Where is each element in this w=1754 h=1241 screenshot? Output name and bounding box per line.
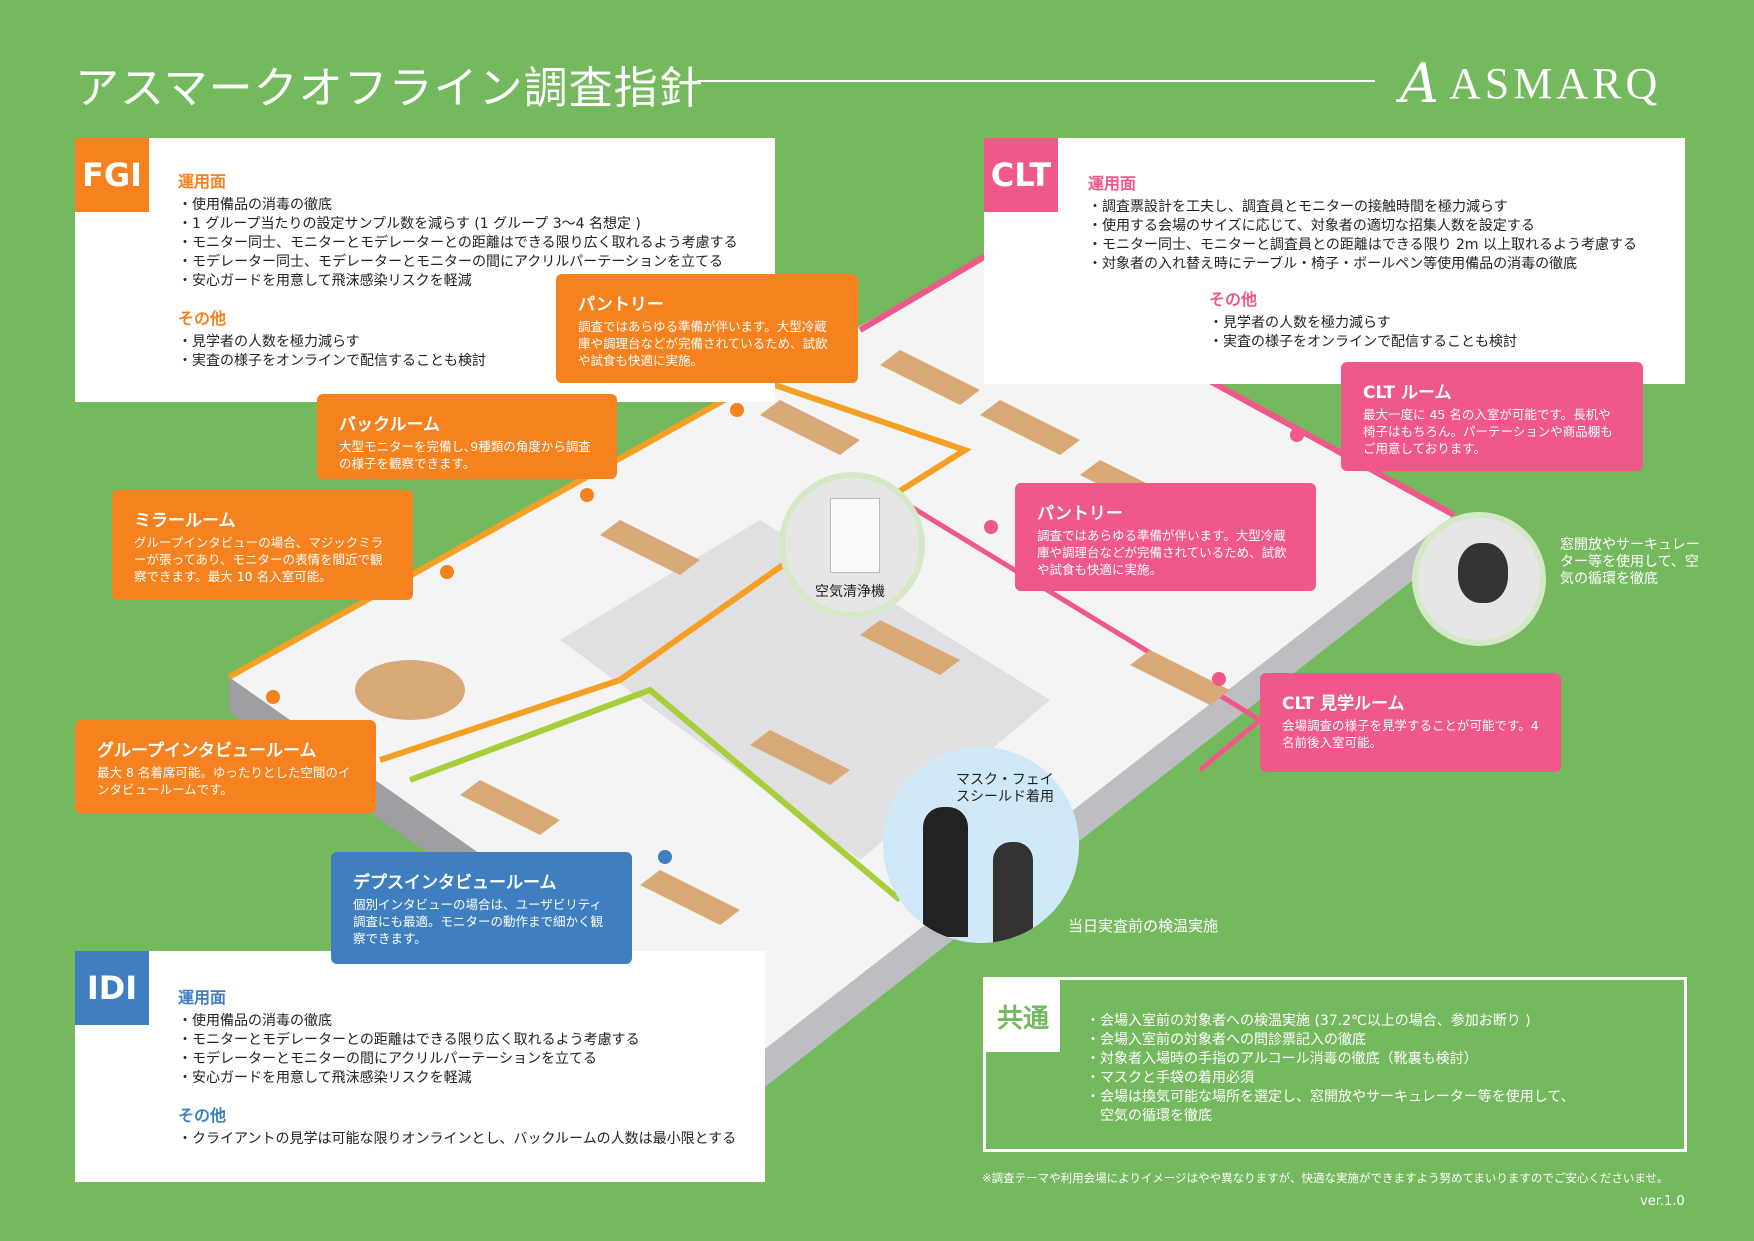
clt-ops-heading: 運用面: [1088, 174, 1137, 193]
page-title: アスマークオフライン調査指針: [75, 63, 704, 114]
callout-body: 最大一度に 45 名の入室が可能です。長机や椅子はもちろん。パーテーションや商品…: [1363, 407, 1613, 456]
callout-title: バックルーム: [339, 415, 440, 435]
circulator-fan-icon: [1458, 543, 1508, 603]
common-item: マスクと手袋の着用必須: [1086, 1069, 1575, 1088]
circulator-circle: [1412, 512, 1546, 646]
footer-note: ※調査テーマや利用会場によりイメージはやや異なりますが、快適な実施ができますよう…: [982, 1171, 1669, 1185]
callout-body: 最大 8 名着席可能。ゆったりとした空間のインタビュールームです。: [97, 765, 351, 797]
air-purifier-circle: [779, 472, 925, 618]
clt-ops-item: 調査票設計を工夫し、調査員とモニターの接触時間を極力減らす: [1088, 198, 1637, 217]
fgi-other-item: 見学者の人数を極力減らす: [178, 333, 738, 352]
common-panel: 共通 会場入室前の対象者への検温実施 (37.2℃以上の場合、参加お断り ) 会…: [983, 977, 1687, 1152]
fgi-other-heading: その他: [178, 309, 227, 328]
marker-dot: [984, 520, 998, 534]
callout-body: 会場調査の様子を見学することが可能です。4 名前後入室可能。: [1282, 718, 1539, 750]
common-item: 空気の循環を徹底: [1100, 1108, 1212, 1124]
fgi-ops-item: 安心ガードを用意して飛沫感染リスクを軽減: [178, 272, 738, 291]
version-label: ver.1.0: [1640, 1194, 1685, 1209]
callout-body: 個別インタビューの場合は、ユーザビリティ調査にも最適。モニターの動作まで細かく観…: [353, 897, 604, 946]
callout-body: グループインタビューの場合、マジックミラーが張ってあり、モニターの表情を間近で観…: [134, 535, 384, 584]
fgi-ops-item: 1 グループ当たりの設定サンプル数を減らす (1 グループ 3～4 名想定 ): [178, 215, 738, 234]
callout-group-interview-room: グループインタビュールーム最大 8 名着席可能。ゆったりとした空間のインタビュー…: [75, 720, 376, 813]
marker-dot: [658, 850, 672, 864]
marker-dot: [730, 403, 744, 417]
callout-title: デプスインタビュールーム: [353, 873, 557, 893]
fgi-tag: FGI: [75, 138, 149, 212]
idi-ops-item: モニターとモデレーターとの距離はできる限り広く取れるよう考慮する: [178, 1031, 736, 1050]
callout-title: パントリー: [578, 295, 664, 315]
air-purifier-label: 空気清浄機: [815, 584, 885, 600]
callout-mirror-room: ミラールームグループインタビューの場合、マジックミラーが張ってあり、モニターの表…: [112, 490, 413, 600]
clt-other-item: 見学者の人数を極力減らす: [1209, 314, 1517, 333]
fgi-ops-item: 使用備品の消毒の徹底: [178, 196, 738, 215]
logo-wordmark: ASMARQ: [1449, 59, 1662, 108]
idi-ops-item: モデレーターとモニターの間にアクリルパーテーションを立てる: [178, 1050, 736, 1069]
mask-label: マスク・フェイスシールド着用: [956, 772, 1054, 805]
tables: [460, 350, 1230, 925]
callout-body: 大型モニターを完備し､9種類の角度から調査の様子を観察できます。: [339, 439, 591, 471]
circulator-label: 窓開放やサーキュレーター等を使用して、空気の循環を徹底: [1560, 537, 1700, 587]
staff-figure: [923, 807, 968, 937]
idi-panel: IDI 運用面 使用備品の消毒の徹底モニターとモデレーターとの距離はできる限り広…: [75, 951, 765, 1182]
mask-circle: [883, 747, 1079, 943]
idi-ops-heading: 運用面: [178, 988, 227, 1007]
fgi-ops-heading: 運用面: [178, 172, 227, 191]
common-item: 会場入室前の対象者への検温実施 (37.2℃以上の場合、参加お断り ): [1086, 1012, 1575, 1031]
clt-ops-item: 使用する会場のサイズに応じて、対象者の適切な招集人数を設定する: [1088, 217, 1637, 236]
idi-other-item: クライアントの見学は可能な限りオンラインとし、バックルームの人数は最小限とする: [178, 1130, 736, 1149]
callout-clt-observation-room: CLT 見学ルーム会場調査の様子を見学することが可能です。4 名前後入室可能。: [1260, 673, 1561, 772]
logo-mark-icon: A: [1400, 52, 1439, 115]
title-divider: [697, 80, 1375, 82]
callout-title: パントリー: [1037, 504, 1123, 524]
common-tag: 共通: [986, 980, 1060, 1052]
callout-body: 調査ではあらゆる準備が伴います。大型冷蔵庫や調理台などが完備されているため、試飲…: [578, 319, 828, 368]
asmarq-logo: A ASMARQ: [1400, 52, 1661, 115]
callout-pantry-clt: パントリー調査ではあらゆる準備が伴います。大型冷蔵庫や調理台などが完備されている…: [1015, 483, 1316, 591]
marker-dot: [1290, 428, 1304, 442]
callout-title: CLT ルーム: [1363, 383, 1452, 403]
fgi-ops-item: モデレーター同士、モデレーターとモニターの間にアクリルパーテーションを立てる: [178, 253, 738, 272]
fgi-other-item: 実査の様子をオンラインで配信することも検討: [178, 352, 738, 371]
marker-dot: [1212, 672, 1226, 686]
idi-wall: [408, 686, 902, 903]
visitor-figure: [993, 842, 1033, 943]
fgi-panel: FGI 運用面 使用備品の消毒の徹底1 グループ当たりの設定サンプル数を減らす …: [75, 138, 775, 402]
common-item: 対象者入場時の手指のアルコール消毒の徹底（靴裏も検討）: [1086, 1050, 1575, 1069]
callout-title: グループインタビュールーム: [97, 741, 317, 761]
idi-ops-item: 安心ガードを用意して飛沫感染リスクを軽減: [178, 1069, 736, 1088]
fgi-ops-item: モニター同士、モニターとモデレーターとの距離はできる限り広く取れるよう考慮する: [178, 234, 738, 253]
temp-check-label: 当日実査前の検温実施: [1068, 917, 1219, 935]
idi-ops-item: 使用備品の消毒の徹底: [178, 1012, 736, 1031]
callout-backroom: バックルーム大型モニターを完備し､9種類の角度から調査の様子を観察できます。: [317, 394, 617, 479]
clt-other-heading: その他: [1209, 290, 1258, 309]
idi-other-heading: その他: [178, 1106, 227, 1125]
callout-clt-room: CLT ルーム最大一度に 45 名の入室が可能です。長机や椅子はもちろん。パーテ…: [1341, 362, 1643, 471]
callout-title: ミラールーム: [134, 511, 236, 531]
building-wall-right: [761, 515, 1454, 1090]
marker-dot: [580, 488, 594, 502]
idi-tag: IDI: [75, 951, 149, 1025]
air-purifier-icon: [830, 498, 880, 573]
callout-depth-interview-room: デプスインタビュールーム個別インタビューの場合は、ユーザビリティ調査にも最適。モ…: [331, 852, 632, 964]
round-table: [355, 660, 465, 720]
callout-title: CLT 見学ルーム: [1282, 694, 1405, 714]
common-item: 会場入室前の対象者への問診票記入の徹底: [1086, 1031, 1575, 1050]
common-item: 会場は換気可能な場所を選定し、窓開放やサーキュレーター等を使用して、: [1086, 1088, 1575, 1107]
clt-tag: CLT: [984, 138, 1058, 212]
callout-pantry-fgi: パントリー調査ではあらゆる準備が伴います。大型冷蔵庫や調理台などが完備されている…: [556, 274, 858, 383]
clt-other-item: 実査の様子をオンラインで配信することも検討: [1209, 333, 1517, 352]
clt-ops-item: 対象者の入れ替え時にテーブル・椅子・ボールペン等使用備品の消毒の徹底: [1088, 255, 1637, 274]
marker-dot: [266, 690, 280, 704]
clt-ops-item: モニター同士、モニターと調査員との距離はできる限り 2m 以上取れるよう考慮する: [1088, 236, 1637, 255]
callout-body: 調査ではあらゆる準備が伴います。大型冷蔵庫や調理台などが完備されているため、試飲…: [1037, 528, 1287, 577]
clt-panel: CLT 運用面 調査票設計を工夫し、調査員とモニターの接触時間を極力減らす使用す…: [984, 138, 1685, 384]
marker-dot: [440, 565, 454, 579]
